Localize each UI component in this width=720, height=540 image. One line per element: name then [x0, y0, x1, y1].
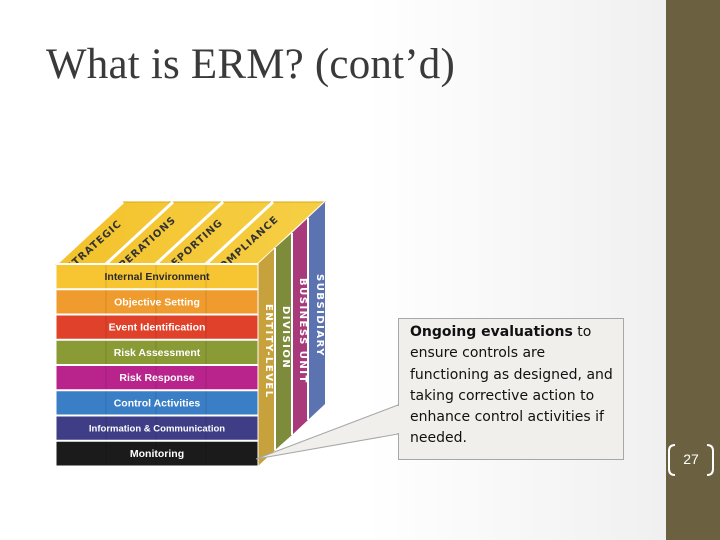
side-label-entity-level: ENTITY-LEVEL	[263, 304, 274, 399]
cube-row-label: Internal Environment	[104, 271, 210, 283]
callout-bold-text: Ongoing evaluations	[410, 324, 573, 340]
side-label-division: DIVISION	[280, 306, 291, 369]
cube-row-band	[56, 365, 258, 391]
page-number-badge: 27	[665, 443, 717, 477]
cube-row-band	[56, 390, 258, 416]
cube-row-band	[56, 264, 258, 290]
cube-row-label: Risk Assessment	[114, 347, 201, 359]
cube-row-label: Monitoring	[130, 448, 184, 460]
side-label-subsidiary: SUBSIDIARY	[314, 274, 325, 357]
cube-row-band	[56, 314, 258, 340]
monitoring-callout: Ongoing evaluations to ensure controls a…	[398, 318, 624, 460]
cube-row-band	[56, 339, 258, 365]
side-accent-band	[666, 0, 720, 540]
cube-row-label: Event Identification	[109, 322, 206, 334]
side-label-business-unit: BUSINESS UNIT	[297, 278, 308, 384]
cube-row-label: Control Activities	[114, 397, 201, 409]
cube-row-label: Information & Communication	[89, 424, 225, 435]
bracket-icon	[668, 444, 714, 476]
cube-row-band	[56, 289, 258, 315]
cube-row-label: Risk Response	[119, 372, 194, 384]
cube-row-band	[56, 440, 258, 466]
cube-row-label: Objective Setting	[114, 296, 200, 308]
cube-row-band	[56, 415, 258, 441]
slide-title: What is ERM? (cont’d)	[46, 41, 456, 88]
callout-text: to ensure controls are functioning as de…	[410, 324, 613, 447]
page-number: 27	[683, 451, 699, 467]
erm-cube: STRATEGIC OPERATIONS REPORTING COMPLIANC…	[40, 190, 340, 475]
